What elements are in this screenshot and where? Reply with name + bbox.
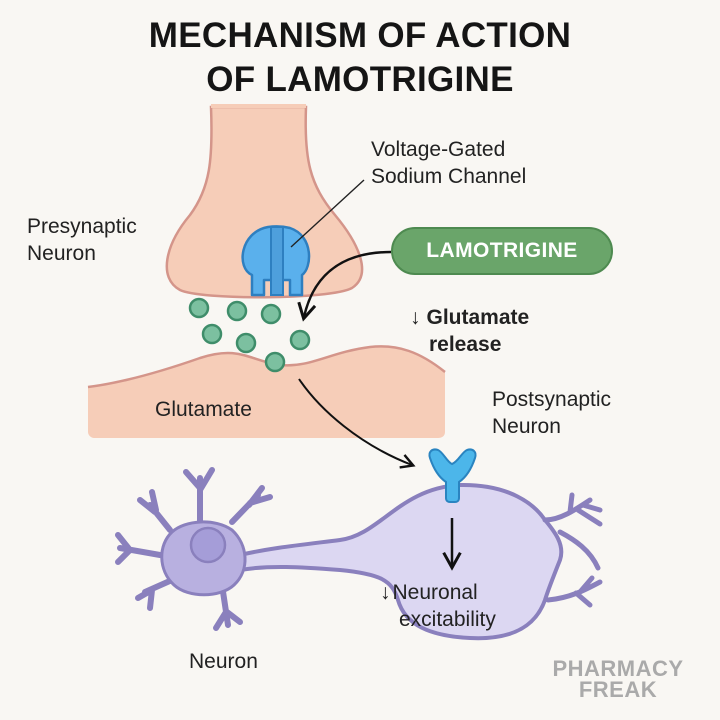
lamotrigine-pill: LAMOTRIGINE	[391, 227, 613, 275]
channel-label-line-1: Voltage-Gated	[371, 138, 506, 161]
presynaptic-label-line-1: Presynaptic	[27, 215, 137, 238]
glutamate-receptor-icon	[428, 448, 477, 503]
neuron-label: Neuron	[189, 650, 258, 673]
presynaptic-label: Presynaptic Neuron	[27, 213, 137, 267]
title-line-2: OF LAMOTRIGINE	[206, 60, 514, 99]
vesicle	[226, 300, 248, 322]
postsynaptic-label-line-2: Neuron	[492, 415, 561, 438]
postsynaptic-label-line-1: Postsynaptic	[492, 388, 612, 411]
vesicle	[289, 329, 311, 351]
postsynaptic-terminal	[88, 346, 445, 438]
brand-watermark: PHARMACY FREAK	[548, 656, 688, 702]
glutamate-vesicles	[188, 297, 311, 373]
presynaptic-label-line-2: Neuron	[27, 242, 96, 265]
vesicle	[188, 297, 210, 319]
glutamate-label: Glutamate	[155, 398, 252, 421]
title-line-1: MECHANISM OF ACTION	[148, 16, 572, 55]
excitability-label: ↓Neuronal excitability	[380, 579, 496, 633]
drug-label: LAMOTRIGINE	[426, 239, 578, 262]
glutamate-to-receptor-arrow	[298, 378, 416, 469]
vesicle	[235, 332, 257, 354]
channel-label-line-2: Sodium Channel	[371, 165, 527, 188]
postsynaptic-label: Postsynaptic Neuron	[492, 386, 611, 440]
glutamate-release-label: ↓Glutamate release	[410, 304, 529, 358]
excitability-line-2: excitability	[399, 608, 496, 631]
diagram-title: MECHANISM OF ACTION OF LAMOTRIGINE	[0, 14, 720, 102]
channel-leader-line	[290, 179, 365, 248]
drug-action-arrow	[297, 250, 392, 322]
brand-line-2: FREAK	[578, 677, 658, 702]
glutamate-release-line-1: Glutamate	[426, 306, 530, 329]
presynaptic-terminal	[165, 105, 364, 299]
brand-line-1: PHARMACY	[552, 656, 684, 681]
glutamate-release-line-2: release	[429, 333, 502, 356]
nucleus	[189, 526, 227, 564]
vesicle	[201, 323, 223, 345]
down-arrow-icon: ↓	[410, 306, 421, 329]
vesicle	[264, 351, 286, 373]
excitability-line-1: Neuronal	[392, 581, 478, 604]
channel-label: Voltage-Gated Sodium Channel	[371, 136, 526, 190]
vesicle	[260, 303, 282, 325]
sodium-channel-icon	[241, 225, 311, 297]
down-arrow-icon: ↓	[380, 581, 391, 604]
neuron-illustration	[115, 467, 603, 641]
